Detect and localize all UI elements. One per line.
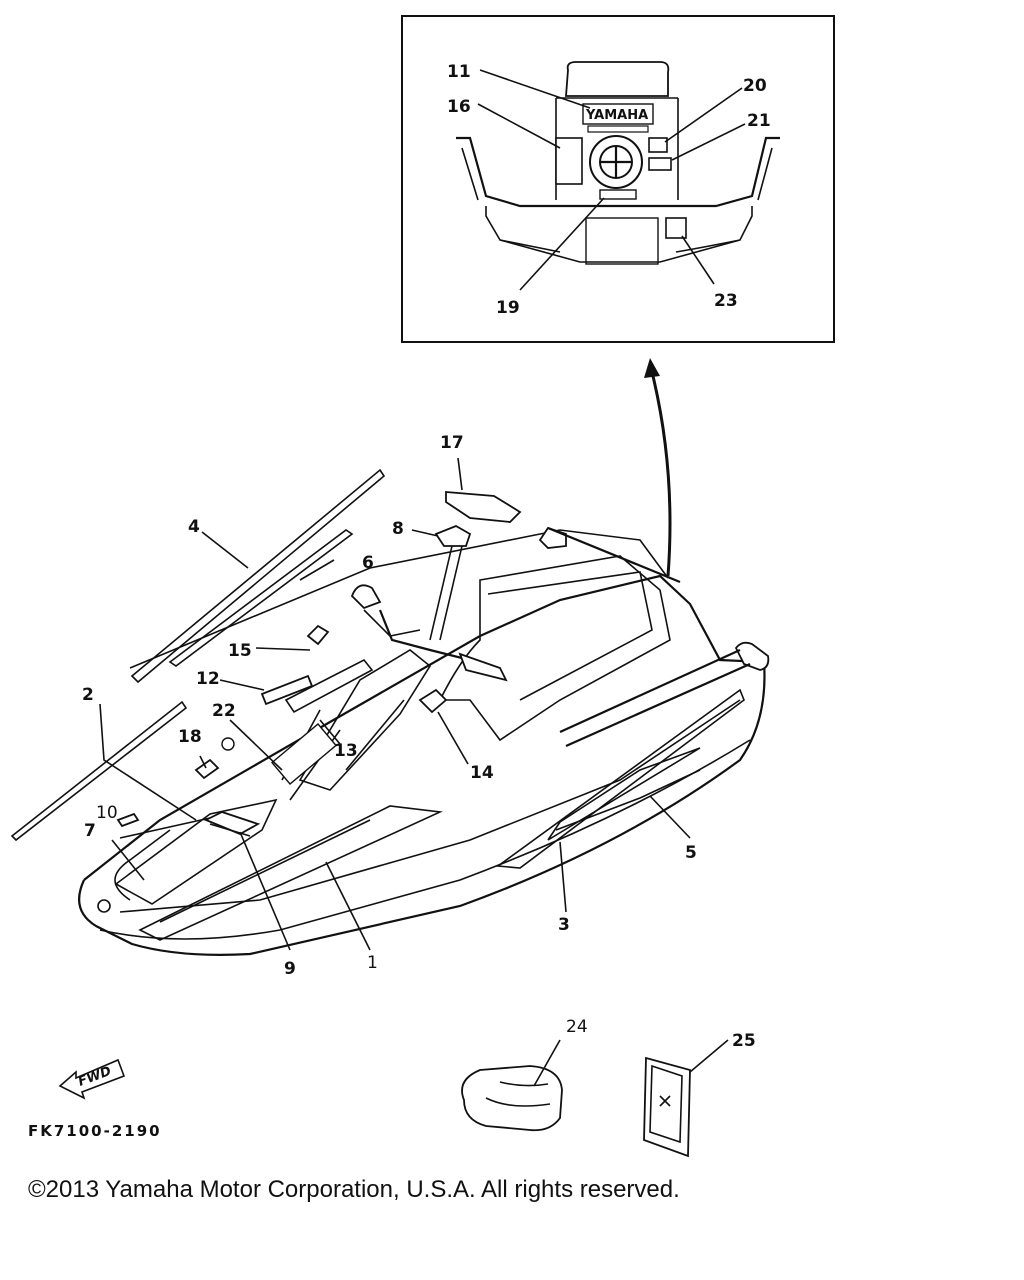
callout-12: 12: [196, 669, 220, 689]
callout-24: 24: [566, 1017, 588, 1037]
callout-5: 5: [685, 843, 697, 863]
view-arrow: [644, 358, 672, 577]
callout-11: 11: [447, 62, 471, 82]
part-8: [434, 525, 472, 547]
callout-1: 1: [367, 953, 378, 973]
callout-16: 16: [447, 97, 471, 117]
callout-6: 6: [362, 553, 374, 573]
leader-lines: [99, 457, 691, 951]
callout-20: 20: [743, 76, 767, 96]
part-17: [445, 491, 522, 523]
stripes: [10, 468, 386, 842]
callout-8: 8: [392, 519, 404, 539]
figure-code: FK7100-2190: [28, 1122, 162, 1140]
inset-brand-text: YAMAHA: [585, 108, 648, 123]
inset-rear-view: YAMAHA 11 16 20 21 19 23: [401, 15, 835, 343]
callout-25: 25: [732, 1031, 756, 1051]
callout-21: 21: [747, 111, 771, 131]
callout-13: 13: [334, 741, 358, 761]
callout-19: 19: [496, 298, 520, 318]
callout-7: 7: [84, 821, 96, 841]
callout-17: 17: [440, 433, 464, 453]
callout-22: 22: [212, 701, 236, 721]
callout-18: 18: [178, 727, 202, 747]
jet-ski-hull: [78, 526, 770, 956]
callout-10: 10: [96, 803, 118, 823]
callout-3: 3: [558, 915, 570, 935]
part-25: 25: [643, 1031, 756, 1158]
callout-14: 14: [470, 763, 494, 783]
callout-15: 15: [228, 641, 252, 661]
copyright-notice: ©2013 Yamaha Motor Corporation, U.S.A. A…: [28, 1176, 680, 1203]
callout-2: 2: [82, 685, 94, 705]
part-24: 24: [461, 1017, 588, 1132]
fwd-arrow-icon: FWD: [58, 1058, 126, 1100]
callout-9: 9: [284, 959, 296, 979]
callout-4: 4: [188, 517, 200, 537]
callout-23: 23: [714, 291, 738, 311]
